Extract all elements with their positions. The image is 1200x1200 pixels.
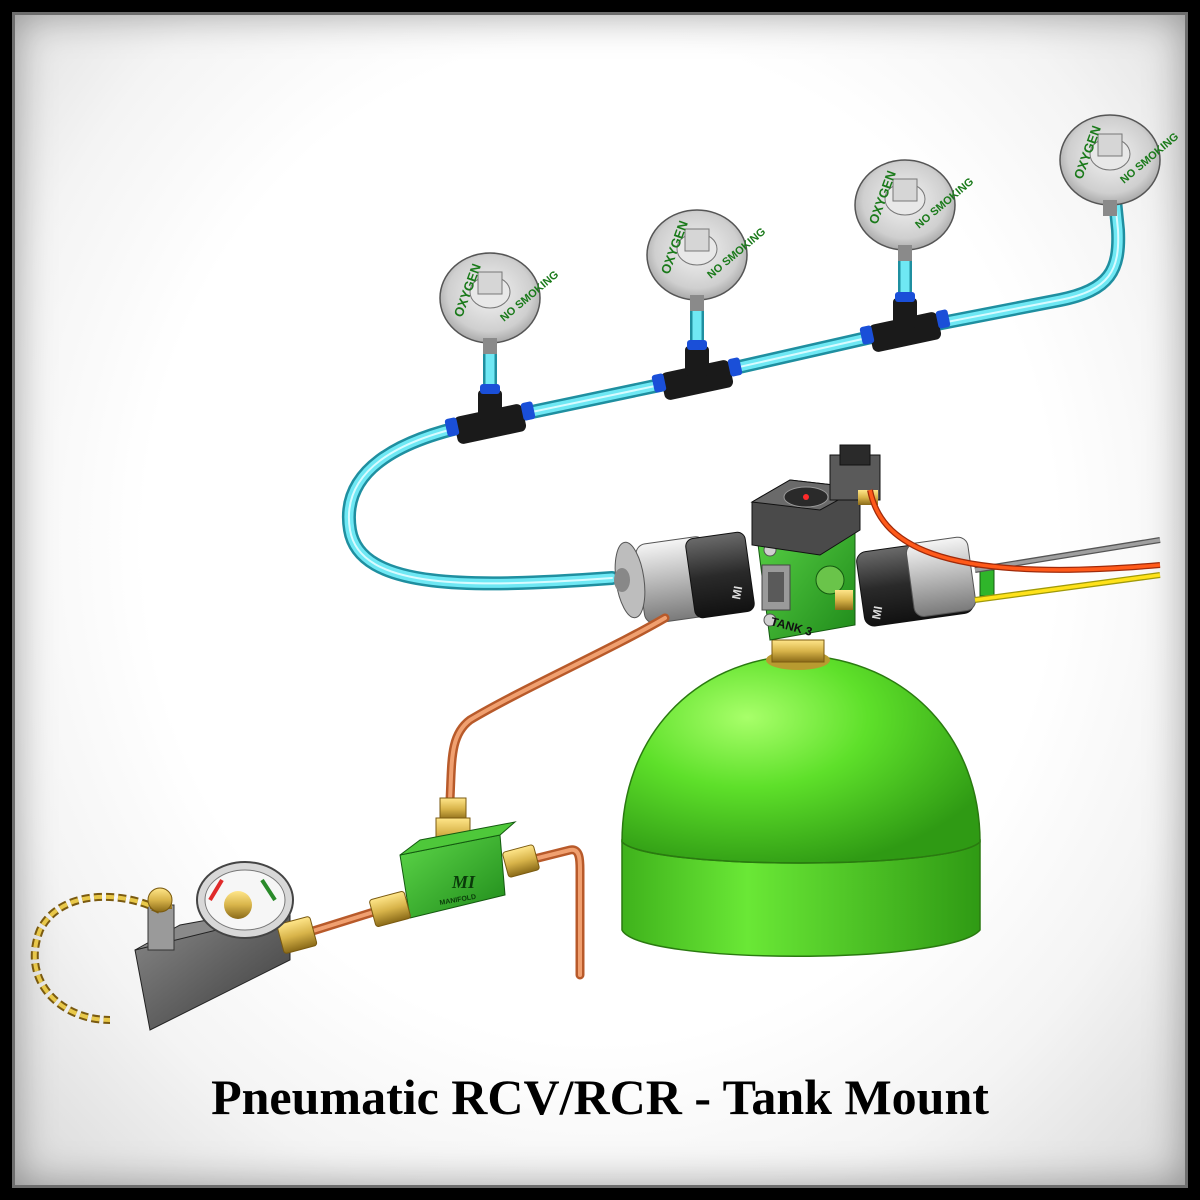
cap-chain bbox=[30, 887, 173, 1024]
oxygen-outlet-2: OXYGEN NO SMOKING bbox=[646, 209, 768, 311]
tee-fitting-2 bbox=[651, 340, 743, 400]
copper-pilot-line bbox=[298, 613, 670, 980]
signal-wires bbox=[867, 489, 1161, 603]
tee-fitting-1 bbox=[444, 384, 536, 444]
right-cylinder-label: MI bbox=[869, 605, 885, 621]
page-title: Pneumatic RCV/RCR - Tank Mount bbox=[211, 1069, 989, 1125]
tee-fitting-3 bbox=[859, 292, 951, 352]
valve-assembly: MI MI TANK 3 bbox=[614, 444, 995, 641]
pressure-gauge-icon bbox=[196, 861, 294, 939]
manifold-tee-block: MI MANIFOLD bbox=[369, 797, 540, 928]
manifold-logo: MI bbox=[451, 872, 476, 892]
left-cylinder-label: MI bbox=[729, 585, 745, 601]
oxygen-outlet-1: OXYGEN NO SMOKING bbox=[439, 252, 561, 354]
oxygen-outlet-4: OXYGEN NO SMOKING bbox=[1059, 114, 1181, 216]
oxygen-tank bbox=[621, 639, 981, 957]
oxygen-outlet-3: OXYGEN NO SMOKING bbox=[854, 159, 976, 261]
